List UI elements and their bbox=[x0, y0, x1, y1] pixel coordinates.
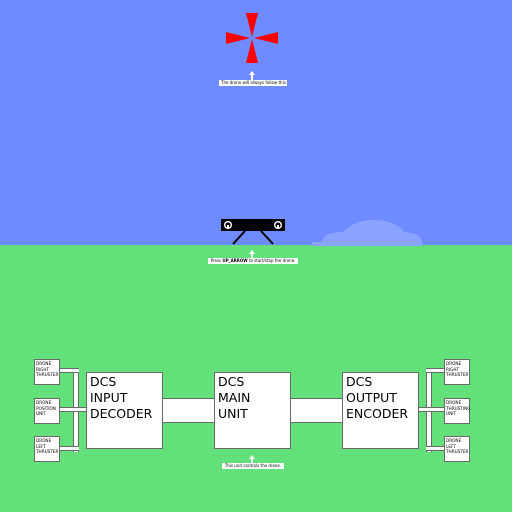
arrow-up-icon bbox=[249, 250, 255, 259]
input-link-2 bbox=[59, 407, 79, 412]
output-link-1 bbox=[426, 368, 445, 373]
target-tooltip: The drone will always follow this. bbox=[219, 80, 288, 86]
sky-background bbox=[0, 0, 512, 245]
dcs-input-decoder: DCS INPUT DECODER bbox=[86, 372, 163, 449]
drone-icon[interactable] bbox=[220, 218, 286, 245]
cloud-icon bbox=[312, 220, 422, 246]
input-link-decoder bbox=[73, 407, 87, 412]
input-link-3 bbox=[59, 446, 79, 451]
output-thrusting-unit: DRONE THRUSTING UNIT bbox=[444, 398, 471, 424]
target-crosshair-icon[interactable] bbox=[226, 13, 278, 63]
output-link-2 bbox=[426, 407, 445, 412]
output-right-thruster: DRONE RIGHT THRUSTER bbox=[444, 359, 470, 385]
link-decoder-main bbox=[161, 398, 216, 423]
output-link-encoder bbox=[417, 407, 432, 412]
main-unit-tooltip: This unit controls the drone. bbox=[222, 463, 284, 469]
input-right-thruster: DRONE RIGHT THRUSTER bbox=[34, 359, 60, 385]
arrow-up-icon bbox=[249, 455, 255, 464]
dcs-output-encoder: DCS OUTPUT ENCODER bbox=[342, 372, 419, 449]
drone-tooltip: Press UP_ARROW to start/stop the drone. bbox=[208, 258, 298, 264]
input-left-thruster: DRONE LEFT THRUSTER bbox=[34, 436, 60, 462]
link-main-encoder bbox=[289, 398, 344, 423]
input-position-unit: DRONE POSITION UNIT bbox=[34, 398, 60, 424]
dcs-main-unit: DCS MAIN UNIT bbox=[214, 372, 291, 449]
output-left-thruster: DRONE LEFT THRUSTER bbox=[444, 436, 470, 462]
output-link-3 bbox=[426, 446, 445, 451]
arrow-up-icon bbox=[249, 71, 255, 80]
input-link-1 bbox=[59, 368, 79, 373]
